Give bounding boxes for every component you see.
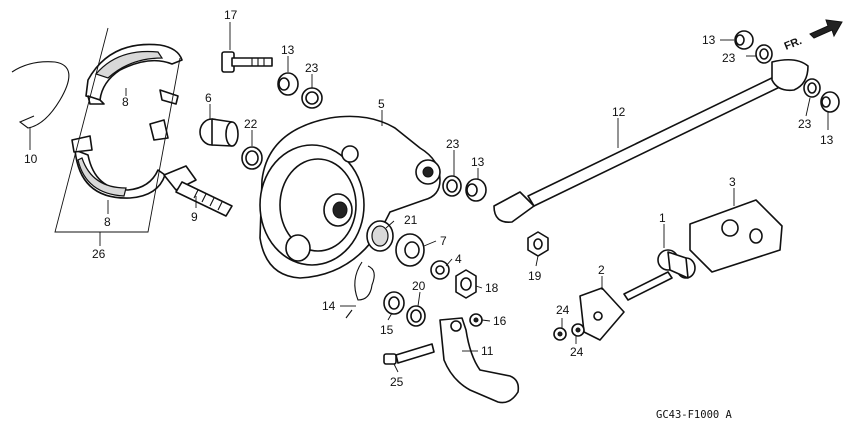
callout-25: 25 xyxy=(390,375,404,389)
bearing-7 xyxy=(395,233,425,267)
nut-24-a xyxy=(553,327,567,341)
callout-13: 13 xyxy=(820,133,834,147)
return-spring-14 xyxy=(345,261,375,319)
callout-13: 13 xyxy=(702,33,716,47)
washer-23-mid xyxy=(442,175,462,197)
callout-labels: 17 13 23 6 22 5 23 13 12 21 7 4 18 16 20… xyxy=(24,8,834,421)
nut-18 xyxy=(455,269,477,299)
seal-21 xyxy=(366,220,394,252)
callout-4: 4 xyxy=(455,252,462,266)
nut-24-b xyxy=(571,323,585,337)
brake-shoe-upper xyxy=(85,43,183,105)
callout-10: 10 xyxy=(24,152,38,166)
plate-2 xyxy=(579,287,625,341)
callout-7: 7 xyxy=(440,234,447,248)
bolt-17 xyxy=(221,51,273,73)
callout-24: 24 xyxy=(556,303,570,317)
arm-hole xyxy=(450,320,462,332)
callout-1: 1 xyxy=(659,211,666,225)
callout-5: 5 xyxy=(378,97,385,111)
callout-23: 23 xyxy=(446,137,460,151)
ring-20 xyxy=(406,305,426,327)
callout-13: 13 xyxy=(471,155,485,169)
callout-24: 24 xyxy=(570,345,584,359)
callout-22: 22 xyxy=(244,117,258,131)
callout-23: 23 xyxy=(798,117,812,131)
shoe-set-bracket xyxy=(54,27,181,233)
callout-23: 23 xyxy=(722,51,736,65)
callout-13: 13 xyxy=(281,43,295,57)
nut-19 xyxy=(527,231,549,257)
bracket-3 xyxy=(689,199,783,273)
callout-16: 16 xyxy=(493,314,507,328)
brake-shoe-lower xyxy=(71,119,169,199)
callout-20: 20 xyxy=(412,279,426,293)
diagram-code: GC43-F1000 A xyxy=(656,409,733,421)
callout-19: 19 xyxy=(528,269,542,283)
callout-11: 11 xyxy=(481,344,494,358)
collar-13-top-right xyxy=(734,30,754,50)
collar-6 xyxy=(199,118,239,147)
washer-23-top xyxy=(301,87,323,109)
ring-22 xyxy=(241,146,263,170)
callout-8: 8 xyxy=(104,215,111,229)
washer-23-right xyxy=(803,78,821,98)
leader-lines xyxy=(29,22,829,373)
callout-14: 14 xyxy=(322,299,336,313)
callout-15: 15 xyxy=(380,323,394,337)
nut-16 xyxy=(469,313,483,327)
front-direction-label: FR. xyxy=(783,35,804,53)
bolt-25 xyxy=(383,343,435,365)
brake-panel-5 xyxy=(259,115,441,279)
callout-8: 8 xyxy=(122,95,129,109)
washer-4 xyxy=(430,260,450,280)
callout-21: 21 xyxy=(404,213,418,227)
callout-2: 2 xyxy=(598,263,605,277)
callout-9: 9 xyxy=(191,210,198,224)
collar-13-mid xyxy=(465,178,487,202)
washer-15 xyxy=(383,291,405,315)
collar-13-top xyxy=(277,72,299,96)
brake-rod-12 xyxy=(493,58,809,223)
washer-23-top-right xyxy=(755,44,773,64)
callout-6: 6 xyxy=(205,91,212,105)
brake-arm-11 xyxy=(439,317,520,404)
front-arrow-icon xyxy=(809,19,843,39)
collar-13-right xyxy=(820,91,840,113)
callout-3: 3 xyxy=(729,175,736,189)
brake-cam-9 xyxy=(163,165,233,217)
bolt-1 xyxy=(623,249,696,301)
callout-17: 17 xyxy=(224,8,238,22)
callout-12: 12 xyxy=(612,105,626,119)
callout-23: 23 xyxy=(305,61,319,75)
callout-18: 18 xyxy=(485,281,499,295)
callout-26: 26 xyxy=(92,247,106,261)
brake-shoe-spring xyxy=(11,61,70,129)
